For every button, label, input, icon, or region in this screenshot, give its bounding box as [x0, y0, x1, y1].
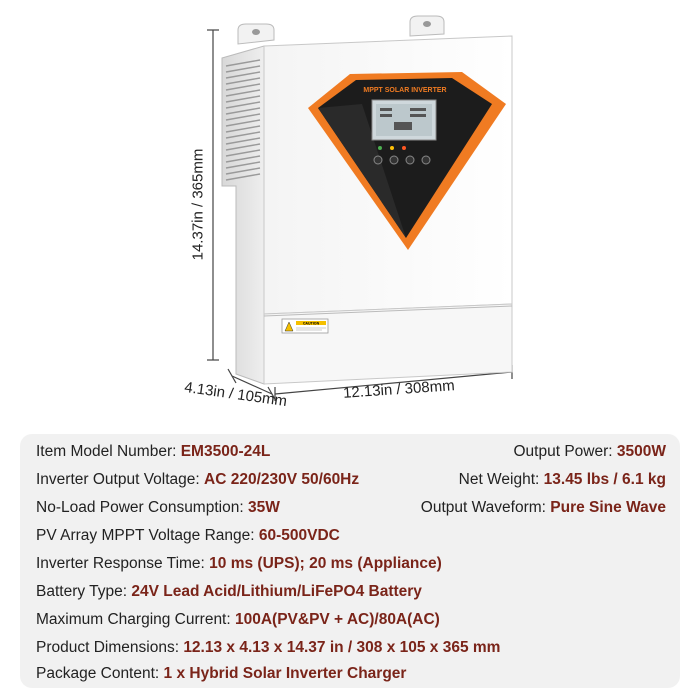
spec-value: Pure Sine Wave [550, 499, 666, 516]
spec-label: Output Waveform: [420, 499, 551, 516]
inverter-illustration: MPPT SOLAR INVERTER CAUTION [207, 15, 513, 402]
spec-value: 13.45 lbs / 6.1 kg [543, 471, 666, 488]
spec-label: Battery Type: [36, 583, 132, 600]
spec-label: Inverter Response Time: [36, 555, 210, 572]
spec-value: 12.13 x 4.13 x 14.37 in / 308 x 105 x 36… [183, 639, 501, 656]
spec-row: No-Load Power Consumption: 35W Output Wa… [36, 496, 666, 520]
inverter-bottom-cover [263, 303, 513, 385]
spec-label: No-Load Power Consumption: [36, 499, 248, 516]
spec-row: Maximum Charging Current: 100A(PV&PV + A… [36, 608, 666, 632]
enter-button[interactable] [421, 155, 431, 165]
spec-right: Output Waveform: Pure Sine Wave [421, 496, 666, 520]
spec-label: Output Power: [513, 443, 617, 460]
caution-sticker: CAUTION [281, 318, 329, 334]
spec-value: 1 x Hybrid Solar Inverter Charger [163, 665, 407, 682]
spec-value: 24V Lead Acid/Lithium/LiFePO4 Battery [131, 583, 422, 600]
panel-title: MPPT SOLAR INVERTER [363, 87, 446, 94]
spec-value: 100A(PV&PV + AC)/80A(AC) [234, 611, 440, 628]
side-vent-grille [225, 59, 261, 181]
spec-row: PV Array MPPT Voltage Range: 60-500VDC [36, 524, 666, 548]
menu-button[interactable] [373, 155, 383, 165]
height-dimension-label: 14.37in / 365mm [189, 148, 207, 261]
spec-right: Net Weight: 13.45 lbs / 6.1 kg [459, 468, 666, 492]
spec-row: Item Model Number: EM3500-24L Output Pow… [36, 440, 666, 464]
spec-value: 35W [247, 499, 280, 516]
spec-value: EM3500-24L [180, 443, 271, 460]
status-leds [378, 146, 406, 150]
spec-label: Net Weight: [458, 471, 544, 488]
spec-label: Product Dimensions: [36, 639, 184, 656]
up-button[interactable] [389, 155, 399, 165]
spec-value: 60-500VDC [258, 527, 340, 544]
spec-right: Output Power: 3500W [513, 440, 666, 464]
spec-row: Product Dimensions: 12.13 x 4.13 x 14.37… [36, 636, 666, 660]
spec-value: AC 220/230V 50/60Hz [204, 471, 360, 488]
spec-label: Item Model Number: [36, 443, 181, 460]
spec-label: Package Content: [36, 665, 164, 682]
height-dimension-line [207, 29, 219, 361]
spec-row: Package Content: 1 x Hybrid Solar Invert… [36, 662, 666, 686]
spec-label: PV Array MPPT Voltage Range: [36, 527, 259, 544]
spec-row: Battery Type: 24V Lead Acid/Lithium/LiFe… [36, 580, 666, 604]
spec-value: 10 ms (UPS); 20 ms (Appliance) [209, 555, 442, 572]
spec-row: Inverter Output Voltage: AC 220/230V 50/… [36, 468, 666, 492]
spec-label: Maximum Charging Current: [36, 611, 235, 628]
spec-label: Inverter Output Voltage: [36, 471, 205, 488]
control-buttons[interactable] [373, 155, 431, 165]
spec-panel: Item Model Number: EM3500-24L Output Pow… [20, 434, 680, 688]
down-button[interactable] [405, 155, 415, 165]
caution-label: CAUTION [303, 322, 320, 326]
spec-value: 3500W [616, 443, 666, 460]
spec-row: Inverter Response Time: 10 ms (UPS); 20 … [36, 552, 666, 576]
